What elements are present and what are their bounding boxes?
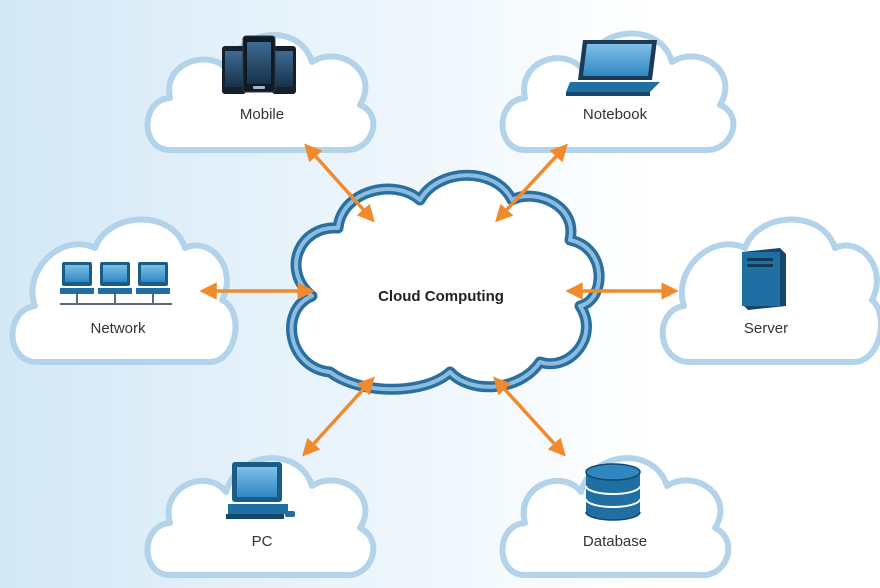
server-tower-icon: [742, 248, 786, 310]
network-computers-icon: [60, 262, 172, 305]
node-label-database: Database: [583, 533, 647, 550]
node-label-server: Server: [744, 320, 788, 337]
arrow-mobile: [304, 143, 375, 223]
arrow-pc: [302, 376, 375, 457]
mobile-phones-icon: [222, 35, 296, 94]
central-cloud: Cloud Computing: [286, 169, 605, 395]
arrow-notebook: [495, 143, 568, 223]
node-label-notebook: Notebook: [583, 106, 648, 123]
arrow-database: [493, 376, 566, 457]
node-label-network: Network: [90, 320, 146, 337]
node-label-pc: PC: [252, 533, 273, 550]
node-label-mobile: Mobile: [240, 106, 284, 123]
connection-arrows: [199, 143, 679, 457]
laptop-icon: [566, 40, 660, 96]
cloud-mobile: [144, 32, 377, 153]
database-cylinder-icon: [585, 463, 641, 521]
center-label: Cloud Computing: [378, 288, 504, 305]
desktop-pc-icon: [226, 462, 295, 519]
